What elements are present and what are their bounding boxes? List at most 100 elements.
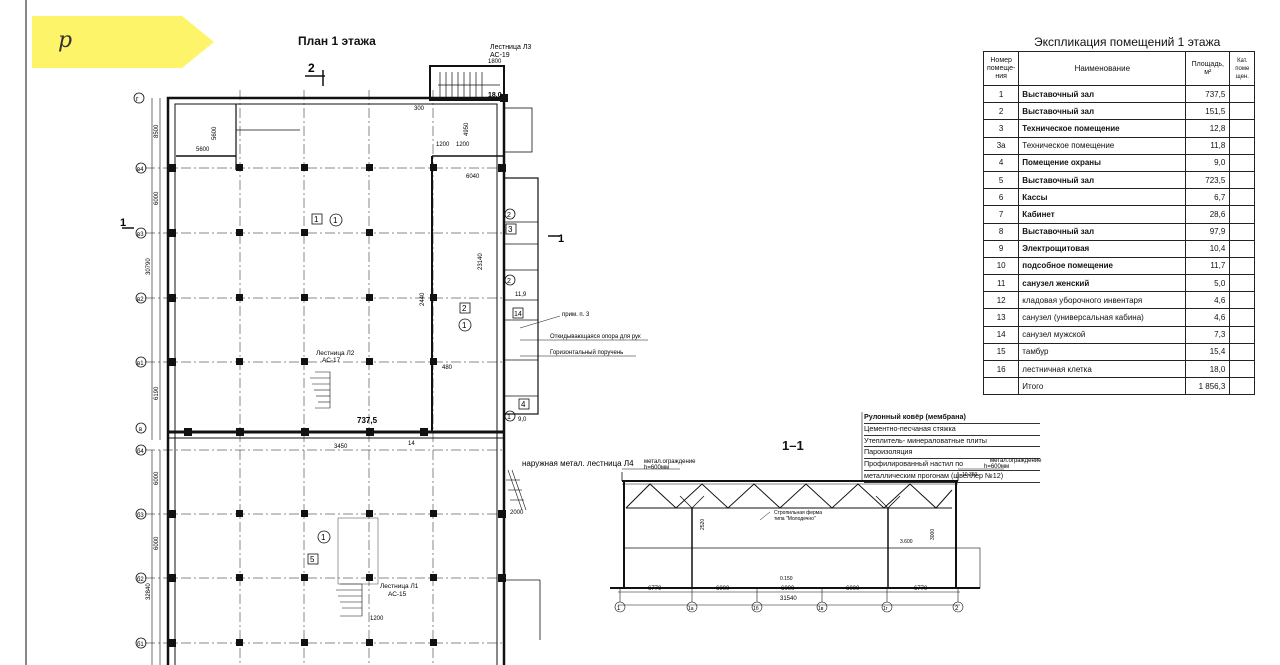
section-axis-2: 2	[955, 606, 959, 612]
dim-1200-b: 1200	[456, 142, 470, 148]
axis-label-b3: б3	[137, 513, 144, 519]
dim-23140: 23140	[478, 253, 484, 270]
cut-mark-right: 1	[558, 233, 564, 245]
room-2-label: 2	[462, 304, 467, 313]
roof-layers: Рулонный ковёр (мембрана) Цементно-песча…	[864, 412, 1040, 483]
section-dim-1: 6770	[648, 586, 662, 592]
total-empty	[982, 377, 1020, 396]
section-axis-1b: 1б	[753, 606, 759, 612]
truss-note-2: типа "Молодечно"	[774, 516, 816, 522]
section-mark-2: 2	[308, 61, 315, 75]
layer-5: Профилированный настил по	[864, 459, 1040, 471]
dim-6040: 6040	[466, 174, 480, 180]
stair-l2-code: АС-17	[322, 357, 341, 364]
stair-l2-label: Лестница Л2	[316, 350, 355, 357]
room-2-circle: 1	[462, 321, 467, 330]
explication-table: Номер помеще-ния Наименование Площадь, м…	[982, 51, 1256, 396]
section-dim-3: 6000	[781, 586, 795, 592]
total-value: 1 856,3	[1185, 377, 1231, 396]
room-1-circle-small: 1	[507, 414, 511, 421]
yellow-tag	[32, 16, 214, 68]
dim-5600: 5600	[196, 147, 210, 153]
row-num: 16	[982, 359, 1020, 379]
dim-8500: 8500	[154, 124, 160, 138]
room-4-label: 4	[521, 400, 526, 409]
axis-label-v4: в4	[137, 167, 144, 173]
stair-l1-code: АС-15	[388, 591, 407, 598]
area-737-label: 737,5	[357, 416, 378, 425]
axis-label-b2: б2	[137, 577, 144, 583]
explication-title: Экспликация помещений 1 этажа	[1034, 35, 1221, 49]
stair-l4-label: наружная метал. лестница Л4	[522, 459, 634, 468]
dim-5600-b: 5600	[212, 126, 218, 140]
truss-note: Стропильная ферма	[774, 510, 822, 516]
fence-right: метал.ограждение	[990, 458, 1042, 464]
dim-9-0: 9,0	[518, 417, 527, 423]
note-prim: прим. п. 3	[562, 312, 590, 318]
section-total-span: 31540	[780, 596, 797, 602]
axis-label-v: в	[139, 427, 142, 433]
layer-3: Утеплитель- минераловатные плиты	[864, 436, 1040, 448]
level-top: 10.350	[962, 472, 978, 478]
section-title: 1–1	[782, 438, 804, 453]
dim-1200: 1200	[436, 142, 450, 148]
axis-label-v2: в2	[137, 297, 144, 303]
layer-2: Цементно-песчаная стяжка	[864, 424, 1040, 436]
room-3-label: 3	[508, 225, 513, 234]
axis-top-label: г	[136, 96, 139, 103]
section-axis-1: 1	[617, 606, 621, 612]
layer-4: Пароизоляция	[864, 447, 1040, 460]
axis-label-v1: в1	[137, 361, 144, 367]
header-name: Наименование	[1018, 51, 1187, 86]
dim-4950: 4950	[464, 122, 470, 136]
dim-6190: 6190	[154, 386, 160, 400]
dim-2000: 2000	[510, 510, 524, 516]
dim-14: 14	[408, 441, 415, 447]
dim-300: 300	[414, 106, 425, 112]
section-dim-4: 6000	[846, 586, 860, 592]
room-2-circle-small-b: 2	[507, 278, 511, 285]
room-5-circle: 1	[321, 533, 326, 542]
dim-3450: 3450	[334, 444, 348, 450]
section-axis-1v: 1в	[818, 606, 824, 612]
layer-6: металлическим прогонам (швеллер №12)	[864, 471, 1040, 483]
row-num: 5	[982, 170, 1020, 190]
header-num: Номер помеще-ния	[982, 51, 1020, 86]
height-3000: 3000	[930, 529, 936, 540]
dim-11-9: 11,9	[515, 292, 527, 298]
section-dim-2: 6000	[716, 586, 730, 592]
dim-480: 480	[442, 365, 453, 371]
total-cat	[1229, 377, 1256, 396]
dim-6000-b: 6000	[154, 471, 160, 485]
note-support: Откидывающаяся опора для рук	[550, 334, 641, 340]
fence-right-h: h=600мм	[984, 464, 1009, 470]
stair-l3-dim: 1800	[488, 59, 502, 65]
fence-left-h: h=600мм	[644, 465, 669, 471]
table-header-row: Номер помеще-ния Наименование Площадь, м…	[982, 51, 1256, 86]
dim-1200-c: 1200	[370, 616, 384, 622]
stair-l1-label: Лестница Л1	[380, 583, 419, 590]
dim-2440: 2440	[420, 292, 426, 306]
note-rail: Горизонтальный поручень	[550, 349, 623, 356]
fence-left: метал.ограждение	[644, 459, 696, 465]
total-label: Итого	[1018, 377, 1187, 396]
axis-label-b4: б4	[137, 449, 144, 455]
room-5-label: 5	[310, 555, 315, 564]
dim-30790: 30790	[146, 258, 152, 275]
level-0: 0.150	[780, 576, 793, 582]
dim-32840: 32840	[146, 583, 152, 600]
room-1-label: 1	[314, 215, 319, 224]
level-3600: 3.600	[900, 539, 913, 545]
section-axis-1g: 1г	[883, 606, 888, 612]
section-dim-5: 6770	[914, 586, 928, 592]
